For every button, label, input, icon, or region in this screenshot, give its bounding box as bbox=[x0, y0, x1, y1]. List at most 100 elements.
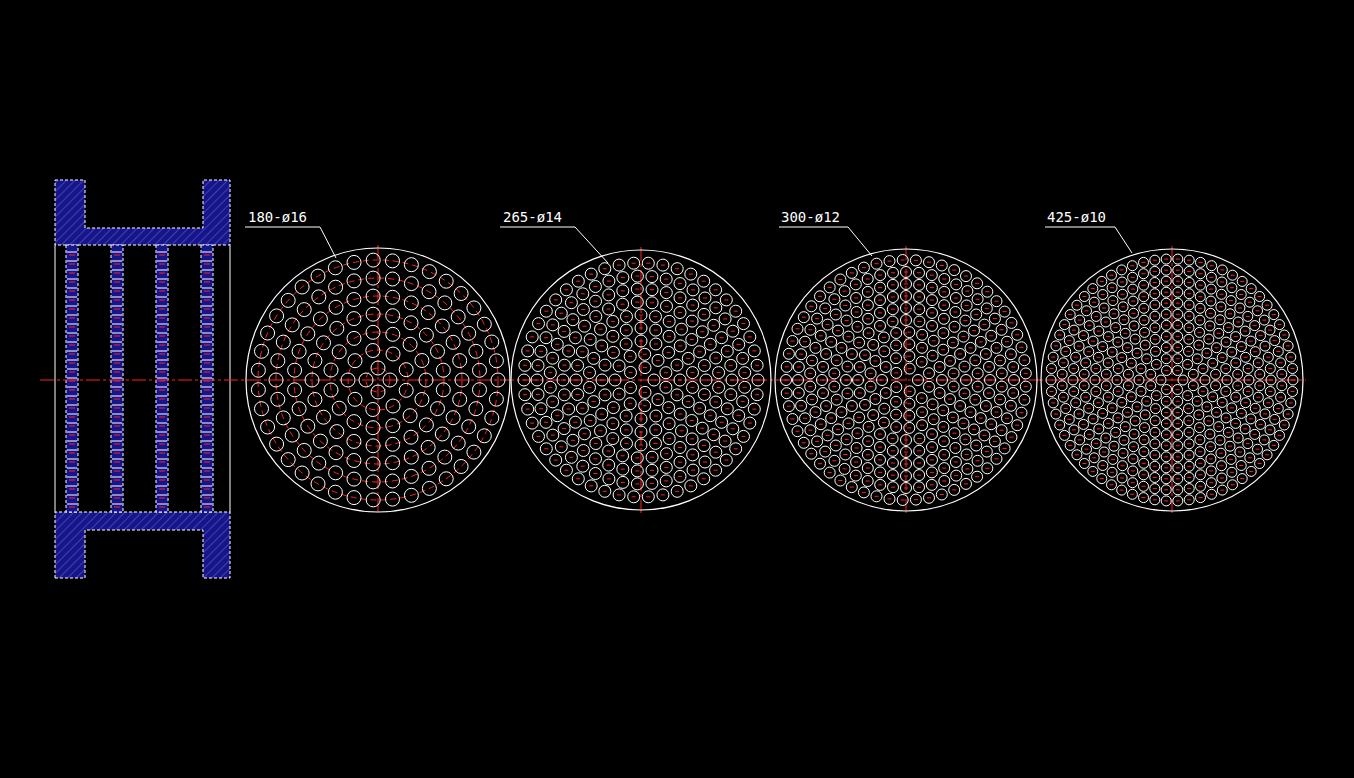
hole-axis bbox=[985, 451, 989, 452]
hole bbox=[1161, 452, 1171, 462]
hole-axis bbox=[725, 408, 729, 409]
hole bbox=[269, 373, 283, 387]
hole-axis bbox=[796, 328, 800, 329]
hole bbox=[833, 424, 844, 435]
hole-axis bbox=[69, 264, 75, 265]
hole-axis bbox=[1115, 380, 1119, 381]
hole bbox=[674, 292, 686, 304]
hole-axis bbox=[1176, 423, 1180, 424]
plate-section bbox=[66, 245, 78, 512]
hole bbox=[313, 312, 327, 326]
hole bbox=[646, 284, 658, 296]
hole-axis bbox=[930, 325, 934, 326]
hole bbox=[719, 313, 731, 325]
hole bbox=[951, 470, 962, 481]
hole-axis bbox=[1106, 423, 1110, 424]
hole bbox=[531, 374, 543, 386]
hole-axis bbox=[869, 386, 873, 387]
hole bbox=[982, 286, 993, 297]
hole bbox=[404, 430, 418, 444]
hole bbox=[577, 288, 589, 300]
center-line bbox=[1172, 246, 1173, 514]
hole-axis bbox=[632, 263, 636, 264]
hole bbox=[1265, 387, 1275, 397]
hole bbox=[1211, 381, 1221, 391]
hole-axis bbox=[875, 263, 879, 264]
hole bbox=[446, 335, 460, 349]
hole bbox=[996, 368, 1007, 379]
hole bbox=[1173, 419, 1183, 429]
hole-axis bbox=[1164, 336, 1168, 337]
hole-section bbox=[112, 252, 122, 253]
hole-axis bbox=[603, 268, 607, 269]
hole-axis bbox=[808, 386, 812, 387]
hole bbox=[595, 323, 607, 335]
hole bbox=[565, 451, 577, 463]
hole bbox=[1212, 407, 1222, 417]
hole-section bbox=[202, 369, 212, 370]
hole-section bbox=[112, 261, 122, 262]
hole-axis bbox=[611, 336, 615, 337]
hole bbox=[1094, 326, 1104, 336]
hole-section bbox=[67, 279, 77, 280]
hole-axis bbox=[639, 432, 643, 433]
hole bbox=[812, 313, 823, 324]
hole bbox=[878, 332, 889, 343]
hole-axis bbox=[624, 330, 628, 331]
hole bbox=[1120, 422, 1130, 432]
hole-axis bbox=[576, 365, 580, 366]
hole-axis bbox=[554, 299, 558, 300]
hole-axis bbox=[628, 403, 632, 404]
hole bbox=[927, 307, 938, 318]
hole-axis bbox=[639, 419, 643, 420]
hole-axis bbox=[635, 457, 639, 458]
hole bbox=[639, 348, 651, 360]
hole-axis bbox=[599, 329, 603, 330]
hole-axis bbox=[667, 336, 671, 337]
hole bbox=[1126, 392, 1136, 402]
hole-axis bbox=[714, 452, 718, 453]
hole-axis bbox=[832, 460, 836, 461]
hole bbox=[800, 413, 811, 424]
hole bbox=[1103, 418, 1113, 428]
hole bbox=[877, 375, 888, 386]
hole-axis bbox=[551, 401, 555, 402]
hole-section bbox=[67, 486, 77, 487]
hole bbox=[646, 271, 658, 283]
hole bbox=[301, 419, 315, 433]
hole bbox=[820, 446, 831, 457]
hole-axis bbox=[691, 454, 695, 455]
hole bbox=[617, 476, 629, 488]
hole-axis bbox=[940, 265, 944, 266]
hole-axis bbox=[1198, 474, 1202, 475]
hole bbox=[674, 340, 686, 352]
hole-axis bbox=[1094, 391, 1098, 392]
hole bbox=[1173, 396, 1183, 406]
hole-axis bbox=[114, 489, 120, 490]
hole-axis bbox=[204, 354, 210, 355]
hole-axis bbox=[720, 337, 724, 338]
hole bbox=[850, 279, 861, 290]
hole-axis bbox=[621, 469, 625, 470]
hole bbox=[846, 482, 857, 493]
hole bbox=[1101, 381, 1111, 391]
hole-axis bbox=[698, 408, 702, 409]
hole-section bbox=[67, 441, 77, 442]
hole bbox=[949, 321, 960, 332]
hole-axis bbox=[607, 465, 611, 466]
hole bbox=[330, 425, 344, 439]
hole-axis bbox=[1094, 368, 1098, 369]
hole bbox=[438, 450, 452, 464]
hole-axis bbox=[571, 319, 575, 320]
hole-axis bbox=[904, 464, 908, 465]
hole bbox=[1173, 385, 1183, 395]
hole-axis bbox=[686, 401, 690, 402]
section-view bbox=[55, 180, 230, 578]
hole-axis bbox=[159, 399, 165, 400]
hole-axis bbox=[632, 496, 636, 497]
hole-axis bbox=[114, 345, 120, 346]
hole-axis bbox=[742, 436, 746, 437]
hole bbox=[261, 326, 275, 340]
hole bbox=[945, 394, 956, 405]
hole-section bbox=[112, 504, 122, 505]
